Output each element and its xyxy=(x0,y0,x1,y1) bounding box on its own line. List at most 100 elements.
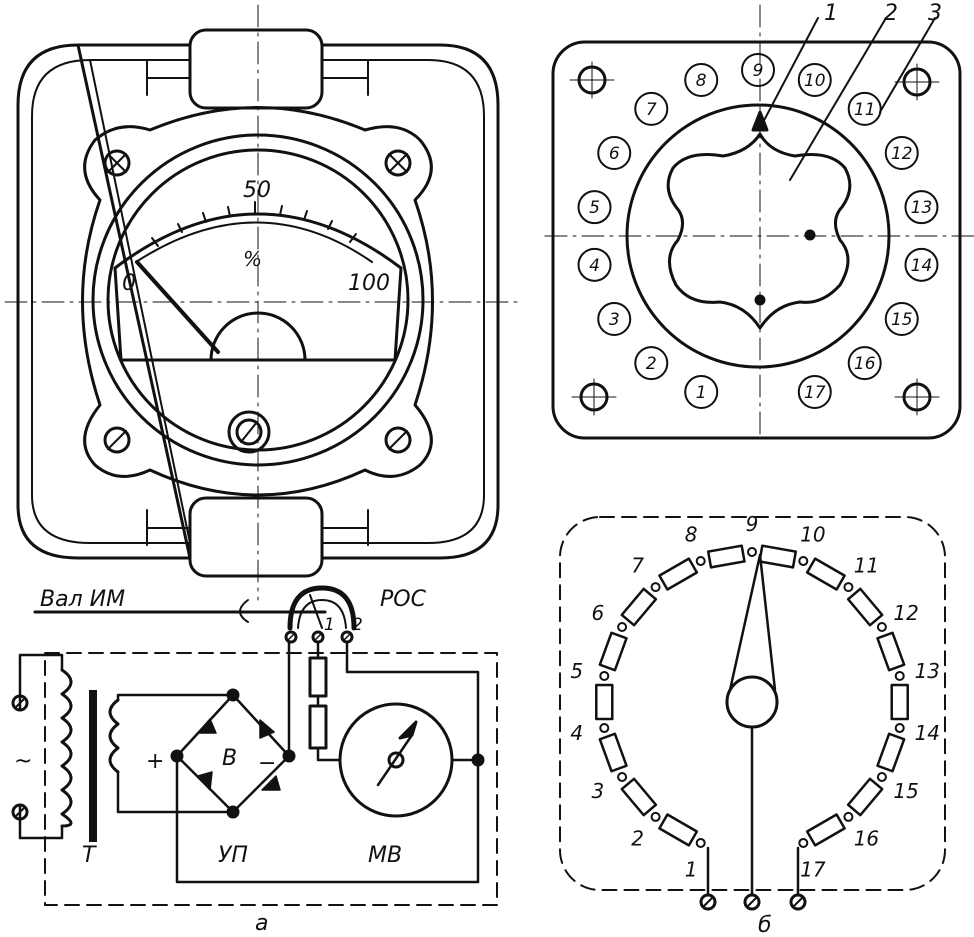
rotation-arrow-icon xyxy=(239,599,249,623)
tap-number-label: 3 xyxy=(591,779,604,803)
meter-front-view: 0 50 100 % xyxy=(4,4,521,601)
meter-bezel-outer xyxy=(91,133,425,467)
meter-scale-ticks xyxy=(151,201,357,247)
meter-inner-body xyxy=(31,59,485,544)
meter-bottom-clamp-ears xyxy=(146,509,369,546)
contact-number-label: 11 xyxy=(854,100,876,120)
roc-terminal-2-label: 2 xyxy=(352,615,363,635)
tap-number-label: 4 xyxy=(570,721,583,745)
screw-icon xyxy=(103,426,131,454)
tap-number-label: 11 xyxy=(854,554,879,578)
contact-circle: 9 xyxy=(741,53,775,87)
millivoltmeter-pivot xyxy=(387,751,405,769)
contact-circle: 6 xyxy=(597,136,632,170)
ac-symbol-label: ~ xyxy=(14,749,32,774)
tap-number-label: 6 xyxy=(591,601,604,625)
resistor-icon xyxy=(658,557,699,591)
contact-number-label: 3 xyxy=(609,310,620,330)
tap-number-label: 17 xyxy=(800,857,826,881)
contact-number-label: 15 xyxy=(891,310,913,330)
contact-number-label: 9 xyxy=(753,61,764,81)
contact-circle: 11 xyxy=(847,91,882,126)
resistor-icon xyxy=(890,683,909,721)
roc-arc-inner xyxy=(297,599,347,629)
contact-number-label: 14 xyxy=(911,256,933,276)
contact-circle: 13 xyxy=(904,190,939,225)
contact-ring xyxy=(625,103,891,369)
contact-number-label: 5 xyxy=(589,198,600,218)
cam-pin-dot xyxy=(754,294,766,306)
rheostat-terminals xyxy=(699,893,807,911)
contact-circle: 12 xyxy=(884,136,919,170)
contact-number-label: 10 xyxy=(804,71,826,91)
resistor-icon xyxy=(658,813,699,847)
tap-number-label: 5 xyxy=(570,659,583,683)
tap-node xyxy=(894,723,905,734)
contact-number-label: 2 xyxy=(646,354,657,374)
schematic-dashed-enclosure xyxy=(44,652,498,906)
contact-circle: 7 xyxy=(634,91,669,126)
tap-node xyxy=(747,547,757,557)
tap-node xyxy=(843,582,854,593)
callout-leader-1 xyxy=(759,17,819,129)
contact-number-label: 7 xyxy=(646,100,657,120)
screw-icon xyxy=(384,149,412,177)
tap-number-label: 12 xyxy=(893,601,918,625)
tap-number-label: 7 xyxy=(631,554,644,578)
tap-number-label: 2 xyxy=(631,826,644,850)
tap-node xyxy=(876,622,887,632)
tap-node xyxy=(695,837,706,848)
resistor-icon xyxy=(598,732,628,773)
roc-terminals xyxy=(284,630,354,644)
transformer-label: Т xyxy=(82,843,97,868)
screw-icon xyxy=(384,426,412,454)
shaft-label: Вал ИМ xyxy=(40,587,125,612)
resistor-icon xyxy=(620,777,658,817)
contact-circle: 16 xyxy=(847,346,882,381)
meter-scale-mid-label: 50 xyxy=(243,178,271,203)
tap-node xyxy=(798,556,809,567)
tap-node xyxy=(617,622,628,632)
rheostat-dashed-enclosure xyxy=(559,516,946,891)
callout-3-label: 3 xyxy=(928,1,942,26)
contact-number-label: 13 xyxy=(911,198,933,218)
callout-2-label: 2 xyxy=(884,1,898,26)
tap-node xyxy=(876,772,887,782)
contact-circle: 3 xyxy=(597,302,632,336)
resistor-icon xyxy=(706,544,746,569)
meter-flange xyxy=(81,106,434,497)
meter-scale-min-label: 0 xyxy=(122,271,136,296)
star-cam xyxy=(666,132,852,330)
contact-number-label: 12 xyxy=(891,144,913,164)
millivoltmeter-label: МВ xyxy=(368,843,402,868)
meter-scale-max-label: 100 xyxy=(348,271,390,296)
bridge-label: В xyxy=(222,746,237,771)
resistor-icon xyxy=(846,587,884,627)
wiper-hub xyxy=(725,675,779,729)
tap-number-label: 9 xyxy=(746,512,759,536)
resistor-wiring xyxy=(316,694,342,762)
meter-top-clamp-ears xyxy=(146,59,369,96)
roc-label: РОС xyxy=(380,587,427,612)
tap-node xyxy=(894,670,905,681)
bridge-minus-label: − xyxy=(258,751,276,776)
meter-pivot-cover xyxy=(209,311,307,362)
resistor-icon xyxy=(758,544,798,569)
contact-circle: 14 xyxy=(904,247,939,282)
tap-node xyxy=(599,723,610,734)
contact-number-label: 16 xyxy=(854,354,876,374)
panel-plate xyxy=(551,40,962,440)
needle-arrow-icon xyxy=(398,720,418,740)
contact-circle: 2 xyxy=(634,346,669,381)
resistor-icon xyxy=(805,557,846,591)
callout-leader-2 xyxy=(789,17,887,181)
resistor-icon xyxy=(805,813,846,847)
resistor-icon xyxy=(308,704,328,750)
secondary-wiring xyxy=(116,693,235,814)
contact-circle: 8 xyxy=(684,63,719,98)
meter-unit-label: % xyxy=(243,247,262,271)
screw-icon xyxy=(103,149,131,177)
